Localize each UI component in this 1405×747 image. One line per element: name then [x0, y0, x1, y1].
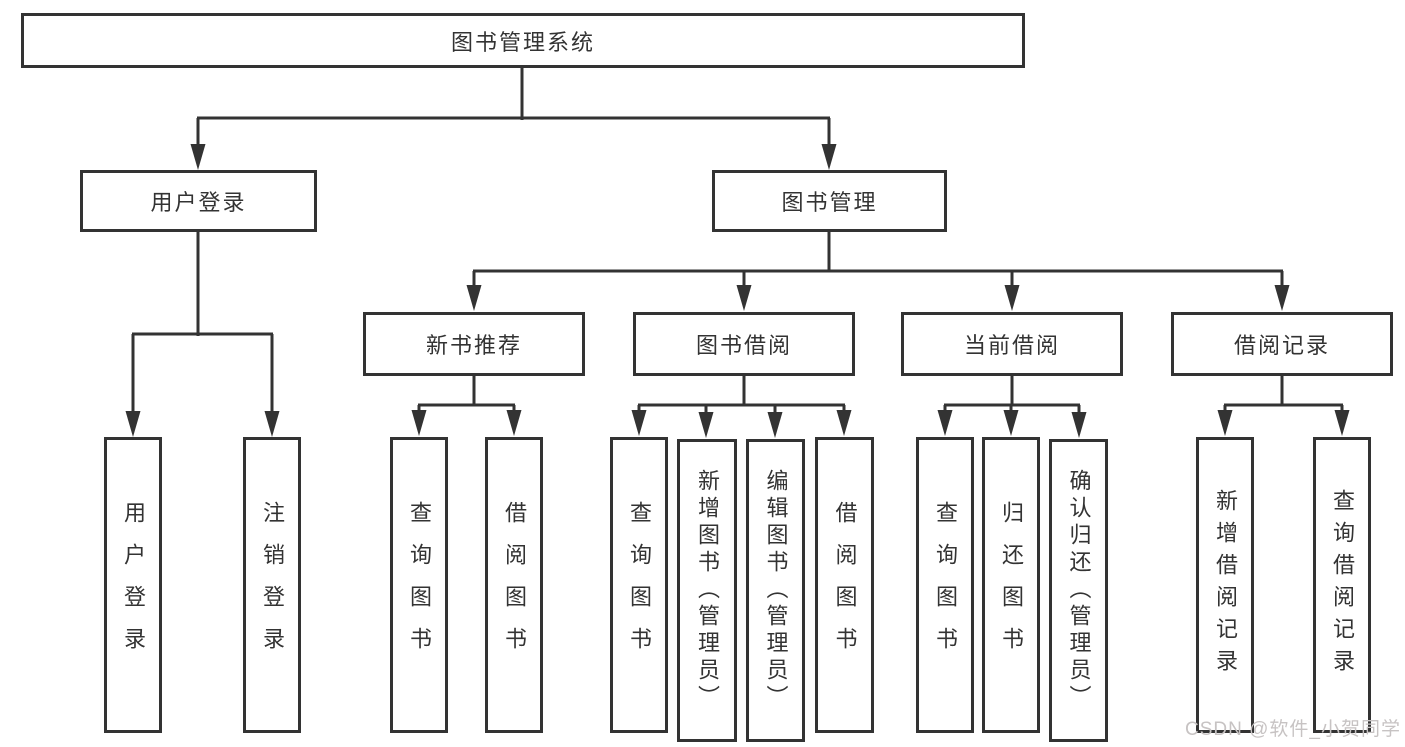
leaf-borrow-books-recommend: 借阅图书: [485, 437, 543, 733]
node-label: 图书借阅: [695, 333, 792, 358]
node-label: 查询借阅记录: [1330, 489, 1355, 681]
node-label: 新增借阅记录: [1213, 489, 1238, 681]
node-label: 注销登录: [260, 501, 285, 669]
node-label: 借阅图书: [502, 501, 527, 669]
node-label: 图书管理系统: [450, 29, 595, 55]
leaf-user-login: 用户登录: [104, 437, 162, 733]
node-label: 当前借阅: [963, 333, 1060, 358]
node-label: 用户登录: [121, 501, 146, 669]
node-book-management: 图书管理: [712, 170, 947, 232]
node-label: 借阅图书: [832, 501, 858, 669]
leaf-confirm-return-admin: 确认归还（管理员）: [1049, 439, 1108, 742]
node-book-borrowing: 图书借阅: [633, 312, 855, 376]
node-label: 查询图书: [627, 501, 652, 669]
node-label: 新增图书（管理员）: [695, 469, 720, 712]
node-label: 图书管理: [781, 190, 878, 215]
leaf-borrow-books: 借阅图书: [815, 437, 874, 733]
node-label: 借阅记录: [1233, 333, 1330, 358]
leaf-query-books-current: 查询图书: [916, 437, 974, 733]
node-borrowing-records: 借阅记录: [1171, 312, 1393, 376]
leaf-query-books-recommend: 查询图书: [390, 437, 448, 733]
leaf-add-book-admin: 新增图书（管理员）: [677, 439, 737, 742]
node-label: 新书推荐: [425, 333, 522, 358]
node-new-book-recommend: 新书推荐: [363, 312, 585, 376]
node-label: 确认归还（管理员）: [1066, 469, 1092, 712]
node-label: 查询图书: [933, 501, 958, 669]
node-label: 查询图书: [407, 501, 432, 669]
node-label: 用户登录: [150, 190, 247, 215]
node-library-management-system: 图书管理系统: [21, 13, 1025, 68]
node-user-login: 用户登录: [80, 170, 317, 232]
leaf-logout-login: 注销登录: [243, 437, 301, 733]
leaf-add-borrow-record: 新增借阅记录: [1196, 437, 1254, 733]
leaf-query-books-borrow: 查询图书: [610, 437, 668, 733]
node-label: 归还图书: [999, 501, 1024, 669]
leaf-query-borrow-record: 查询借阅记录: [1313, 437, 1371, 733]
node-label: 编辑图书（管理员）: [763, 469, 789, 712]
csdn-watermark: CSDN @软件_小贺同学: [1185, 719, 1401, 740]
leaf-return-books: 归还图书: [982, 437, 1040, 733]
arrowheads: [125, 144, 1350, 438]
leaf-edit-book-admin: 编辑图书（管理员）: [746, 439, 805, 742]
node-current-borrowing: 当前借阅: [901, 312, 1123, 376]
